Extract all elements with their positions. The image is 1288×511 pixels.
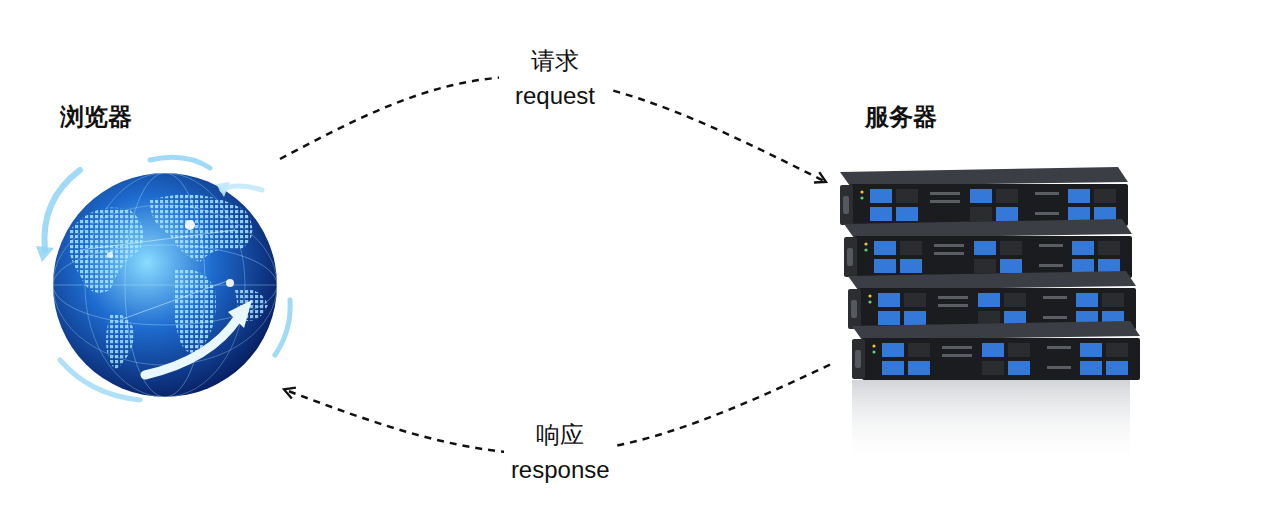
globe-icon	[36, 157, 290, 400]
node-label: 服务器	[865, 103, 937, 132]
icon-node: 浏览器	[25, 95, 280, 415]
server-rack-icon	[840, 167, 1140, 465]
edge-label: 响应 response	[504, 418, 616, 488]
node-label: 浏览器	[60, 103, 132, 132]
edge-label: 请求 request	[499, 44, 611, 114]
icon-node: 服务器	[830, 95, 1135, 385]
